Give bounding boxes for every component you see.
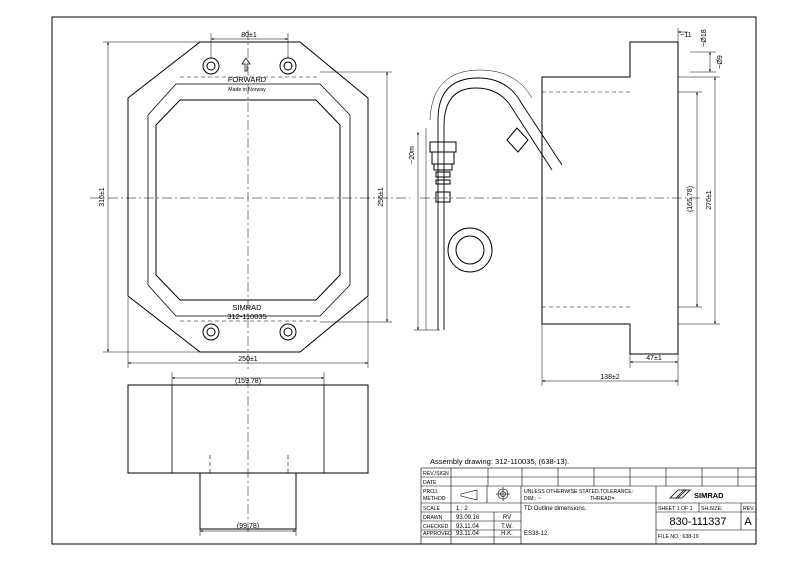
checked-by: T.W. bbox=[501, 524, 513, 530]
drawing-description: TD Outline dimensions. bbox=[524, 506, 587, 512]
file-number: FILE NO.: 638-19 bbox=[658, 534, 699, 540]
reference-number: ES38-12. bbox=[524, 531, 549, 537]
cable-marker bbox=[506, 127, 529, 153]
dim-height: 316±1 bbox=[99, 187, 106, 207]
dim-159-78: (159.78) bbox=[235, 378, 261, 385]
bolt-hole-bottom-left bbox=[202, 323, 220, 341]
window-outline bbox=[155, 99, 341, 301]
date-label: DATE bbox=[423, 480, 437, 486]
dim-18: ~Ø18 bbox=[701, 29, 708, 46]
dim-width: 250±1 bbox=[238, 356, 258, 363]
checked-label: CHECKED bbox=[423, 524, 449, 530]
bolt-hole-top-left bbox=[202, 57, 220, 75]
dim-inner-height: 256±1 bbox=[378, 187, 385, 207]
dim-hole-spacing: 80±1 bbox=[241, 32, 257, 39]
checked-date: 93.11.04 bbox=[456, 524, 480, 530]
bottom-view bbox=[127, 372, 369, 536]
cable-path bbox=[437, 77, 563, 330]
dim-99-78: (99.78) bbox=[237, 523, 259, 530]
drawn-label: DRAWN bbox=[423, 515, 443, 521]
projection-method-symbol bbox=[460, 487, 510, 501]
bolt-hole-top-right bbox=[279, 57, 297, 75]
drawn-by: RV bbox=[503, 515, 511, 521]
drawn-date: 93.09.16 bbox=[456, 515, 480, 521]
dim-47: 47±1 bbox=[646, 355, 662, 362]
thread-label: THREAD= bbox=[590, 496, 614, 502]
bolt-hole-bottom-right bbox=[279, 323, 297, 341]
proj-method-label-2: METHOD bbox=[423, 496, 446, 502]
simrad-logo-icon bbox=[669, 489, 691, 499]
outer-octagon-outline bbox=[127, 41, 369, 353]
title-block bbox=[420, 467, 757, 545]
side-view bbox=[414, 28, 720, 386]
inner-raised-outline bbox=[147, 83, 351, 317]
scale-label: SCALE bbox=[423, 506, 441, 512]
rev-label: REV.: bbox=[743, 506, 756, 512]
sheet-size-label: SH.SIZE: bbox=[701, 506, 723, 512]
drawing-border bbox=[51, 16, 757, 545]
scale-value: 1 : 2 bbox=[456, 506, 468, 512]
company-name: SIMRAD bbox=[694, 491, 724, 500]
dim-138: 138±2 bbox=[600, 374, 620, 381]
proj-method-label-1: PROJ. bbox=[423, 489, 438, 495]
part-number-label: 312-110035 bbox=[227, 312, 266, 321]
forward-label: FORWARD bbox=[228, 75, 267, 84]
cable-gland bbox=[429, 141, 457, 203]
tolerance-note-1: UNLESS OTHERWISE STATED,TOLERANCE: bbox=[524, 489, 633, 495]
dim-276: 276±1 bbox=[706, 190, 713, 210]
approved-by: H.K. bbox=[501, 531, 513, 537]
forward-arrow-icon bbox=[241, 57, 251, 72]
dim-cable-length: ~20m bbox=[409, 146, 416, 164]
sheet-label: SHEET 1 OF 1 bbox=[658, 506, 693, 512]
drawing-number: 830-111337 bbox=[669, 516, 726, 528]
front-view bbox=[90, 30, 410, 372]
dim-9: ~Ø9 bbox=[717, 55, 724, 69]
tolerance-note-2: DIM.: ~ bbox=[524, 496, 541, 502]
made-in-label: Made in Norway bbox=[228, 87, 266, 93]
dim-11: ~11 bbox=[680, 32, 691, 39]
dim-165-78: (165.78) bbox=[687, 186, 694, 212]
brand-label: SIMRAD bbox=[232, 303, 262, 312]
revision-letter: A bbox=[744, 516, 752, 528]
approved-label: APPROVED bbox=[423, 531, 452, 537]
assembly-drawing-note: Assembly drawing: 312-110035, (638-13). bbox=[430, 457, 569, 466]
cable-coil bbox=[447, 227, 493, 273]
approved-date: 93.11.04 bbox=[456, 531, 480, 537]
rev-sign-label: REV./SIGN bbox=[423, 471, 449, 477]
